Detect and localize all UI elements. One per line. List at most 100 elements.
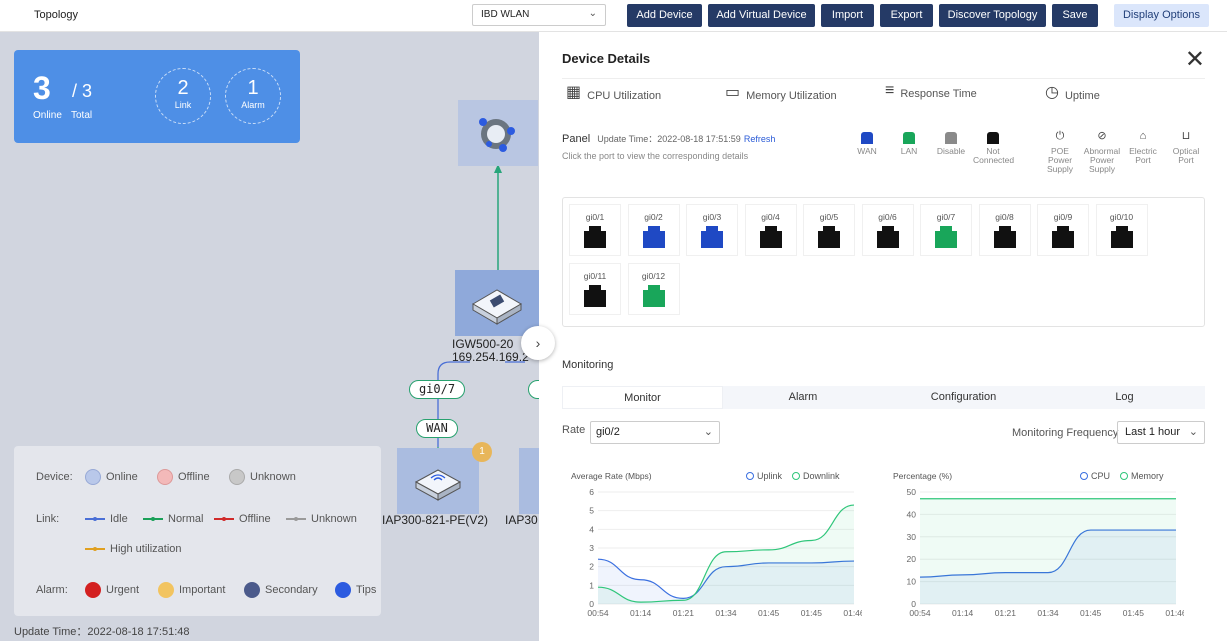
- legend-alarm-label: Alarm:: [36, 584, 68, 596]
- link-port-tag[interactable]: gi0/7: [409, 380, 465, 399]
- port-label: gi0/10: [1109, 212, 1134, 222]
- save-button[interactable]: Save: [1052, 4, 1098, 27]
- port-gi0-10[interactable]: gi0/10: [1095, 204, 1148, 256]
- legend-optical-port-label: Optical Port: [1172, 146, 1200, 165]
- display-options-button[interactable]: Display Options: [1114, 4, 1209, 27]
- high-utilization-line: [85, 547, 105, 551]
- x-tick-label: 01:45: [758, 608, 780, 618]
- discover-topology-button[interactable]: Discover Topology: [939, 4, 1046, 27]
- title-divider: [562, 78, 1205, 79]
- rate-select-value: gi0/2: [596, 426, 620, 438]
- legend-idle: Idle: [85, 513, 128, 525]
- port-label: gi0/1: [585, 212, 605, 222]
- legend-memory: Memory: [1120, 471, 1164, 481]
- legend-uplink: Uplink: [746, 471, 782, 481]
- ap-node[interactable]: [397, 448, 479, 514]
- metric-cpu[interactable]: ▦ CPU Utilization: [566, 82, 661, 102]
- port-gi0-1[interactable]: gi0/1: [569, 204, 621, 256]
- tab-log[interactable]: Log: [1115, 391, 1134, 403]
- legend-abnormal-power-label: Abnormal Power Supply: [1083, 146, 1121, 174]
- port-gi0-11[interactable]: gi0/11: [569, 263, 621, 315]
- legend-link-offline: Offline: [214, 513, 271, 525]
- export-button[interactable]: Export: [880, 4, 933, 27]
- link-stat[interactable]: 2 Link: [155, 68, 211, 124]
- metric-memory[interactable]: ▭ Memory Utilization: [725, 82, 837, 102]
- port-gi0-3[interactable]: gi0/3: [686, 204, 738, 256]
- cloud-node[interactable]: [458, 100, 538, 166]
- panel-info: Panel Update Time：2022-08-18 17:51:59 Re…: [562, 132, 775, 161]
- y-tick-label: 40: [907, 509, 917, 519]
- tab-configuration[interactable]: Configuration: [930, 391, 997, 403]
- legend-normal-label: Normal: [168, 513, 204, 525]
- ap-node-2[interactable]: [519, 448, 539, 514]
- legend-not-connected-port: Not Connected: [973, 132, 1014, 165]
- panel-update-time: Update Time：2022-08-18 17:51:59: [597, 134, 741, 144]
- port-gi0-5[interactable]: gi0/5: [803, 204, 855, 256]
- close-icon[interactable]: ✕: [1184, 46, 1205, 73]
- ethernet-port-icon: [642, 226, 665, 248]
- port-gi0-7[interactable]: gi0/7: [920, 204, 972, 256]
- lan-port-swatch: [903, 132, 915, 144]
- legend-memory-label: Memory: [1131, 471, 1164, 481]
- wan-tag[interactable]: WAN: [416, 419, 458, 438]
- port-gi0-4[interactable]: gi0/4: [744, 204, 797, 256]
- alarm-stat[interactable]: 1 Alarm: [225, 68, 281, 124]
- chevron-down-icon: ⌄: [1188, 426, 1198, 438]
- cpu-marker: [1080, 472, 1088, 480]
- port-gi0-9[interactable]: gi0/9: [1037, 204, 1089, 256]
- network-select[interactable]: IBD WLAN ⌄: [472, 4, 606, 26]
- frequency-select[interactable]: Last 1 hour ⌄: [1117, 421, 1205, 444]
- add-virtual-device-button[interactable]: Add Virtual Device: [708, 4, 815, 27]
- y-tick-label: 0: [589, 599, 594, 609]
- port-label: gi0/12: [641, 271, 666, 281]
- series-area-memory: [920, 498, 1176, 604]
- no-power-icon: ⊘: [1097, 130, 1107, 142]
- y-tick-label: 3: [589, 543, 594, 553]
- access-point-icon: [414, 469, 462, 501]
- legend-link-unknown: Unknown: [286, 513, 357, 525]
- import-button[interactable]: Import: [821, 4, 874, 27]
- link-port-tag-2[interactable]: [528, 380, 539, 399]
- gateway-node[interactable]: [455, 270, 539, 336]
- ethernet-port-icon: [584, 285, 606, 307]
- refresh-link[interactable]: Refresh: [743, 134, 776, 144]
- chevron-down-icon: ⌄: [703, 426, 713, 438]
- top-toolbar: Topology IBD WLAN ⌄ Add Device Add Virtu…: [0, 0, 1227, 32]
- ethernet-port-icon: [818, 226, 840, 248]
- y-tick-label: 0: [911, 599, 916, 609]
- port-gi0-8[interactable]: gi0/8: [978, 204, 1031, 256]
- add-device-button[interactable]: Add Device: [627, 4, 702, 27]
- tab-alarm[interactable]: Alarm: [788, 391, 818, 403]
- ethernet-port-icon: [993, 226, 1016, 248]
- topology-canvas[interactable]: 3 / 3 Online Total 2 Link 1 Alarm: [0, 32, 539, 641]
- port-gi0-12[interactable]: gi0/12: [627, 263, 680, 315]
- legend-optical-port: ⊔ Optical Port: [1166, 131, 1206, 165]
- total-label: Total: [71, 110, 93, 121]
- x-tick-label: 01:21: [673, 608, 695, 618]
- legend-unknown-label: Unknown: [250, 471, 296, 483]
- metric-uptime[interactable]: ◷ Uptime: [1045, 82, 1100, 102]
- y-tick-label: 1: [589, 580, 594, 590]
- rate-chart-legend: Uplink Downlink: [746, 471, 840, 481]
- total-count: / 3: [72, 81, 93, 101]
- port-label: gi0/2: [644, 212, 663, 222]
- link-arrow: [494, 164, 502, 173]
- ethernet-port-icon: [1052, 226, 1074, 248]
- speed-icon: ≡: [885, 82, 895, 99]
- metric-response[interactable]: ≡ Response Time: [885, 82, 977, 100]
- port-label: gi0/9: [1053, 212, 1073, 222]
- series-area-downlink: [598, 505, 854, 604]
- port-gi0-6[interactable]: gi0/6: [861, 204, 914, 256]
- x-tick-label: 01:45: [1123, 608, 1145, 618]
- ethernet-port-icon: [935, 226, 957, 248]
- collapse-panel-button[interactable]: ›: [521, 326, 555, 360]
- tab-monitor[interactable]: Monitor: [562, 386, 723, 409]
- ap-alarm-badge[interactable]: 1: [472, 442, 492, 462]
- series-line-cpu: [919, 529, 1176, 578]
- downlink-marker: [792, 472, 801, 480]
- memory-icon: ▭: [725, 84, 741, 101]
- port-gi0-2[interactable]: gi0/2: [627, 204, 680, 256]
- rate-select[interactable]: gi0/2 ⌄: [590, 421, 720, 444]
- metric-cpu-label: CPU Utilization: [587, 90, 662, 102]
